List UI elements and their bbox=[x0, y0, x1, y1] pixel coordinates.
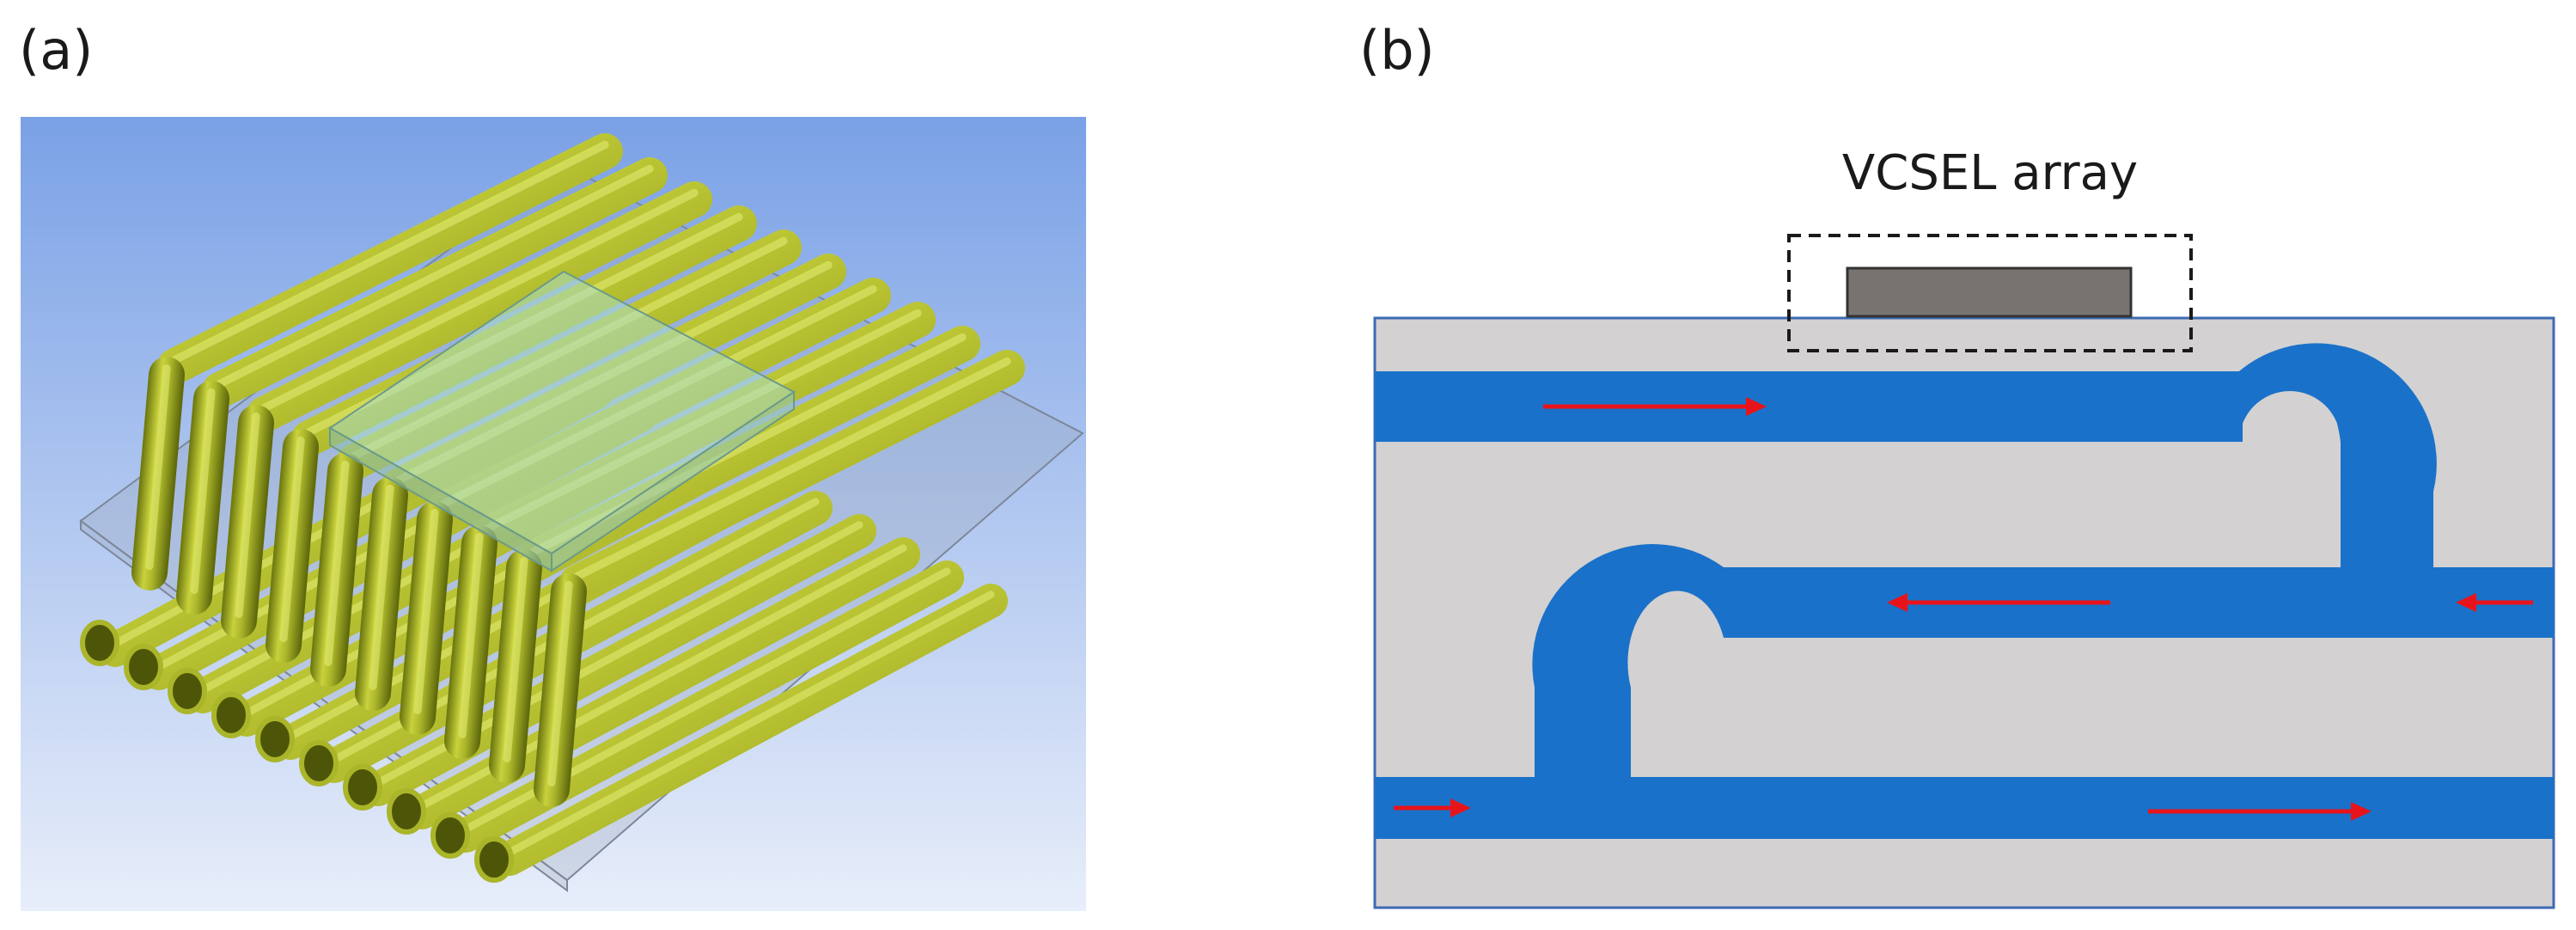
pipe-elbow-highlight bbox=[145, 364, 171, 571]
chip-plate bbox=[328, 270, 796, 572]
pipe-elbow-highlight bbox=[190, 388, 216, 595]
lower-pipe-highlight bbox=[505, 590, 995, 857]
pipe-opening bbox=[299, 740, 339, 786]
panel-a-label: (a) bbox=[19, 19, 94, 82]
pipe-elbow-highlight bbox=[235, 412, 260, 619]
vcsel-dashed-frame bbox=[1787, 234, 2193, 352]
upper-pipe-highlight bbox=[171, 140, 609, 364]
pipe-opening bbox=[430, 812, 470, 859]
pipe-opening bbox=[211, 692, 251, 738]
arrow-inlet-bottom-left bbox=[1394, 798, 1471, 817]
pipe-elbow-highlight bbox=[503, 556, 528, 763]
pipe-opening bbox=[168, 668, 207, 714]
pipe-elbow-highlight bbox=[279, 436, 305, 643]
coolant-channel bbox=[1375, 343, 2554, 839]
upper-pipe bbox=[247, 181, 712, 432]
vcsel-chip bbox=[1846, 266, 2133, 318]
pipe-opening bbox=[124, 644, 163, 690]
pipe-elbow-highlight bbox=[369, 484, 394, 691]
pipe-elbow-highlight bbox=[413, 508, 439, 715]
pipe-elbow-highlight bbox=[324, 460, 350, 667]
pipe-inlet-openings bbox=[80, 620, 514, 883]
upper-pipe-highlight bbox=[216, 164, 654, 389]
pipe-elbow-highlight bbox=[547, 580, 573, 787]
lower-pipe bbox=[492, 584, 1008, 876]
upper-pipe-highlight bbox=[260, 188, 699, 413]
channel-schematic: VCSEL array bbox=[1373, 145, 2555, 909]
pipe-opening bbox=[474, 836, 514, 883]
upper-pipe bbox=[157, 133, 623, 384]
upper-pipe bbox=[559, 350, 1025, 601]
arrow-bottom-right bbox=[2148, 802, 2372, 821]
arrow-middle-left bbox=[1887, 593, 2110, 612]
cold-plate-3d-render bbox=[21, 117, 1086, 911]
pipe-opening bbox=[343, 764, 382, 811]
arrow-inlet-right-side bbox=[2456, 593, 2533, 612]
upper-pipe-highlight bbox=[573, 357, 1011, 581]
pipe-opening bbox=[387, 788, 426, 835]
pipe-opening bbox=[255, 716, 295, 762]
panel-b-label: (b) bbox=[1359, 19, 1435, 82]
arrow-top-right bbox=[1543, 397, 1767, 416]
flow-arrows bbox=[1394, 397, 2533, 821]
pipe-elbow-highlight bbox=[458, 532, 484, 739]
upper-pipe bbox=[202, 157, 668, 408]
pipe-opening bbox=[80, 620, 119, 666]
vcsel-array-label: VCSEL array bbox=[1842, 145, 2138, 201]
